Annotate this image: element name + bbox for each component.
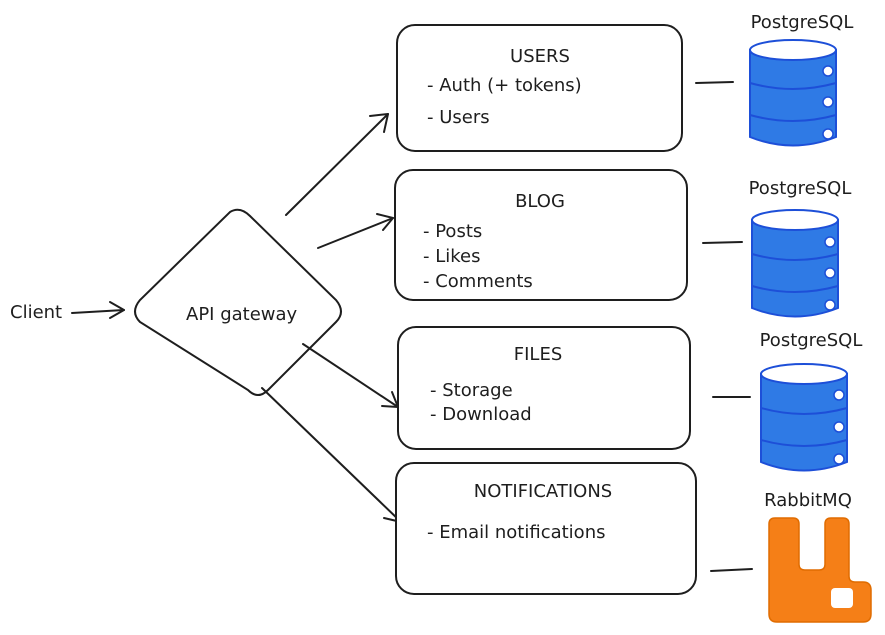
- store-label-blog: PostgreSQL: [749, 178, 852, 199]
- arrow-to-blog: [317, 213, 394, 249]
- store-connector: [695, 81, 734, 84]
- service-item: - Download: [430, 404, 532, 425]
- service-item: - Users: [427, 107, 490, 128]
- store-label-notifications: RabbitMQ: [764, 490, 852, 511]
- database-icon: [760, 363, 848, 472]
- service-title-files: FILES: [514, 344, 563, 365]
- client-label: Client: [10, 302, 62, 323]
- service-item: - Posts: [423, 221, 482, 242]
- store-connector: [702, 241, 743, 244]
- service-box-notifications: [395, 462, 697, 595]
- store-label-users: PostgreSQL: [751, 12, 854, 33]
- api-gateway-label: API gateway: [186, 304, 298, 325]
- service-box-blog: [394, 169, 688, 301]
- service-item: - Comments: [423, 271, 533, 292]
- service-title-notifications: NOTIFICATIONS: [474, 481, 612, 502]
- database-icon: [749, 39, 837, 147]
- service-box-users: [396, 24, 683, 152]
- rabbitmq-icon: [768, 517, 872, 623]
- service-title-users: USERS: [510, 46, 570, 67]
- database-icon: [751, 209, 839, 318]
- service-title-blog: BLOG: [515, 191, 565, 212]
- service-item: - Storage: [430, 380, 513, 401]
- store-connector: [710, 568, 753, 572]
- store-label-files: PostgreSQL: [760, 330, 863, 351]
- api-gateway-node: [134, 208, 342, 396]
- client-arrow: [71, 301, 125, 319]
- service-item: - Email notifications: [427, 522, 605, 543]
- service-item: - Likes: [423, 246, 480, 267]
- arrow-to-files: [302, 343, 399, 408]
- service-box-files: [397, 326, 691, 450]
- arrow-to-users: [285, 113, 389, 216]
- arrow-to-notifications: [261, 387, 402, 523]
- service-item: - Auth (+ tokens): [427, 75, 582, 96]
